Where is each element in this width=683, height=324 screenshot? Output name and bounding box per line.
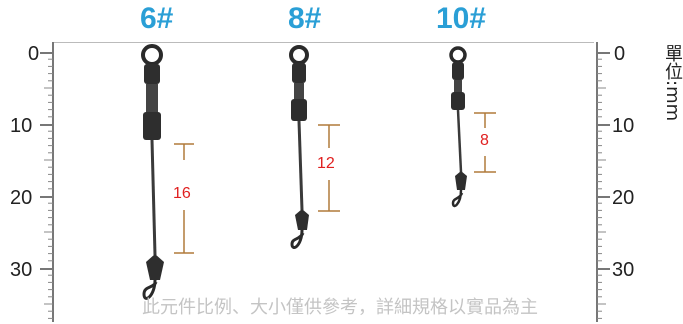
swivel-6 bbox=[141, 44, 194, 300]
size-header-8: 8# bbox=[288, 2, 322, 35]
swivel-8-barrel-top bbox=[292, 63, 306, 83]
swivel-8-barrel-bottom bbox=[291, 99, 307, 121]
left-tick-30 bbox=[40, 268, 54, 270]
right-tick-label-10: 10 bbox=[612, 115, 635, 137]
right-tick-0 bbox=[596, 52, 610, 54]
size-header-6: 6# bbox=[140, 2, 174, 35]
right-tick-20 bbox=[596, 196, 610, 198]
unit-label: 單位:mm bbox=[662, 44, 683, 122]
right-tick-10 bbox=[596, 124, 610, 126]
left-tick-label-0: 0 bbox=[28, 43, 40, 65]
measure-label-8: 12 bbox=[317, 155, 335, 172]
swivel-8-wire bbox=[297, 120, 304, 211]
swivel-10-shaft bbox=[454, 80, 462, 92]
swivel-10-wire bbox=[456, 109, 463, 173]
swivel-10-hook bbox=[451, 189, 464, 208]
swivel-6-shaft bbox=[146, 84, 158, 112]
swivel-6-crimp bbox=[146, 254, 164, 280]
swivel-6-barrel-bottom bbox=[143, 112, 161, 140]
disclaimer-footnote: 此元件比例、大小僅供參考，詳細規格以實品為主 bbox=[142, 297, 538, 318]
size-header-10: 10# bbox=[436, 2, 487, 35]
ruler-top-line bbox=[54, 42, 594, 43]
swivel-10-barrel-bottom bbox=[451, 92, 465, 110]
right-tick-label-20: 20 bbox=[612, 187, 635, 209]
swivel-6-barrel-top bbox=[144, 64, 160, 84]
right-tick-label-30: 30 bbox=[612, 259, 635, 281]
left-tick-label-30: 30 bbox=[10, 259, 33, 281]
right-tick-label-0: 0 bbox=[614, 43, 626, 65]
left-tick-0 bbox=[40, 52, 54, 54]
left-tick-label-10: 10 bbox=[10, 115, 33, 137]
swivel-10-crimp bbox=[455, 171, 467, 190]
swivel-8-hook bbox=[290, 229, 305, 249]
swivel-10-top-eye bbox=[449, 46, 467, 64]
right-tick-30 bbox=[596, 268, 610, 270]
swivel-10-barrel-top bbox=[452, 62, 464, 80]
swivel-6-hook bbox=[142, 279, 158, 300]
swivel-6-top-eye bbox=[141, 44, 163, 66]
swivel-10-bracket bbox=[474, 112, 496, 173]
measure-label-10: 8 bbox=[480, 132, 489, 149]
swivel-8-bracket bbox=[318, 124, 340, 212]
swivel-6-bracket bbox=[174, 143, 194, 254]
left-tick-label-20: 20 bbox=[10, 187, 33, 209]
swivel-8-shaft bbox=[294, 83, 304, 99]
measure-label-6: 16 bbox=[173, 185, 191, 202]
left-tick-10 bbox=[40, 124, 54, 126]
left-tick-20 bbox=[40, 196, 54, 198]
swivel-8-top-eye bbox=[289, 45, 309, 65]
ruler-minor-ticks bbox=[44, 58, 606, 319]
swivel-6-wire bbox=[150, 139, 157, 256]
swivel-10 bbox=[449, 46, 496, 208]
swivel-8 bbox=[289, 45, 340, 249]
swivel-8-crimp bbox=[295, 209, 309, 230]
